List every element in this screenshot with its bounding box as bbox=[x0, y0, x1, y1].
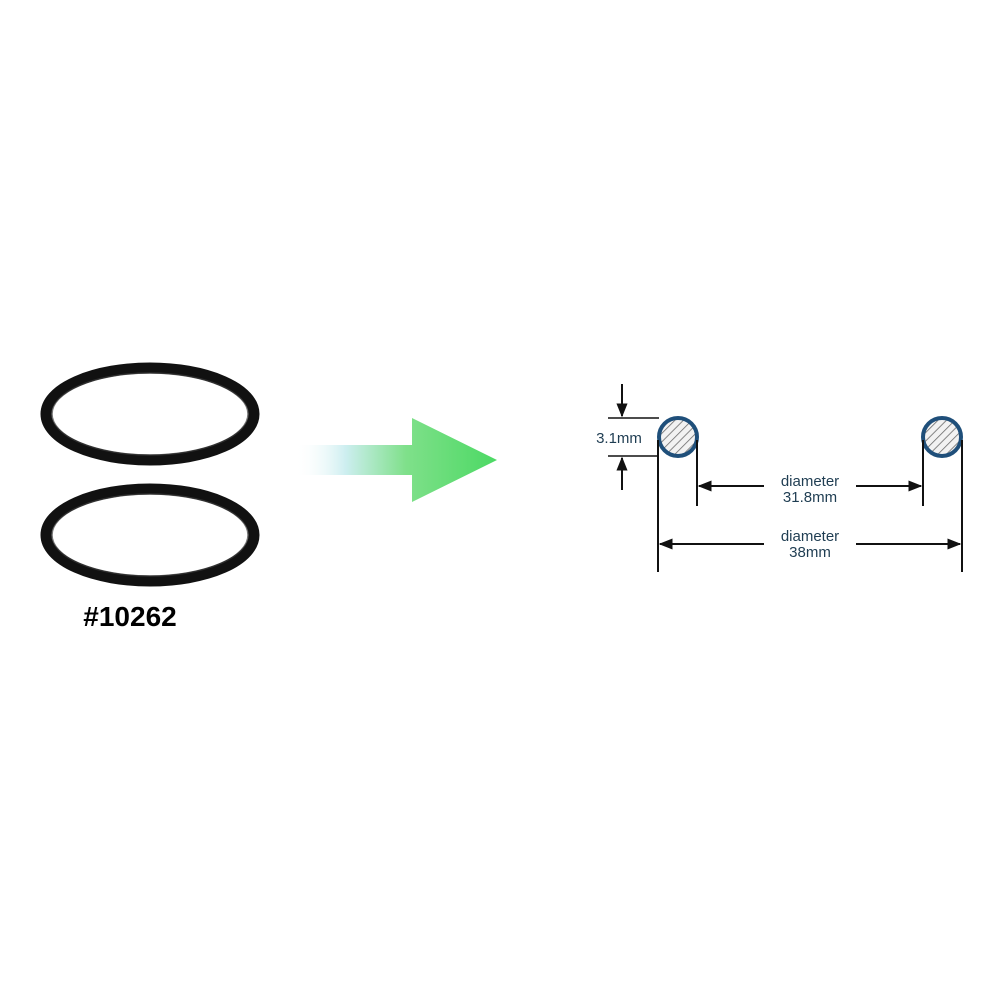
right-arrow-icon bbox=[295, 418, 497, 502]
cross-section-value: 3.1mm bbox=[596, 430, 642, 447]
inner-diameter-value: 31.8mm bbox=[783, 489, 837, 506]
inner-diameter-label: diameter bbox=[781, 473, 839, 490]
outer-diameter-label: diameter bbox=[781, 528, 839, 545]
section-right bbox=[921, 416, 963, 458]
cross-section-diagram: 3.1mm diameter 31.8mm diameter 38mm bbox=[596, 384, 963, 572]
outer-diameter-value: 38mm bbox=[789, 544, 831, 561]
oring-bottom bbox=[40, 483, 260, 587]
oring-top bbox=[40, 362, 260, 466]
section-left bbox=[657, 416, 699, 458]
part-number-label: #10262 bbox=[83, 601, 176, 632]
